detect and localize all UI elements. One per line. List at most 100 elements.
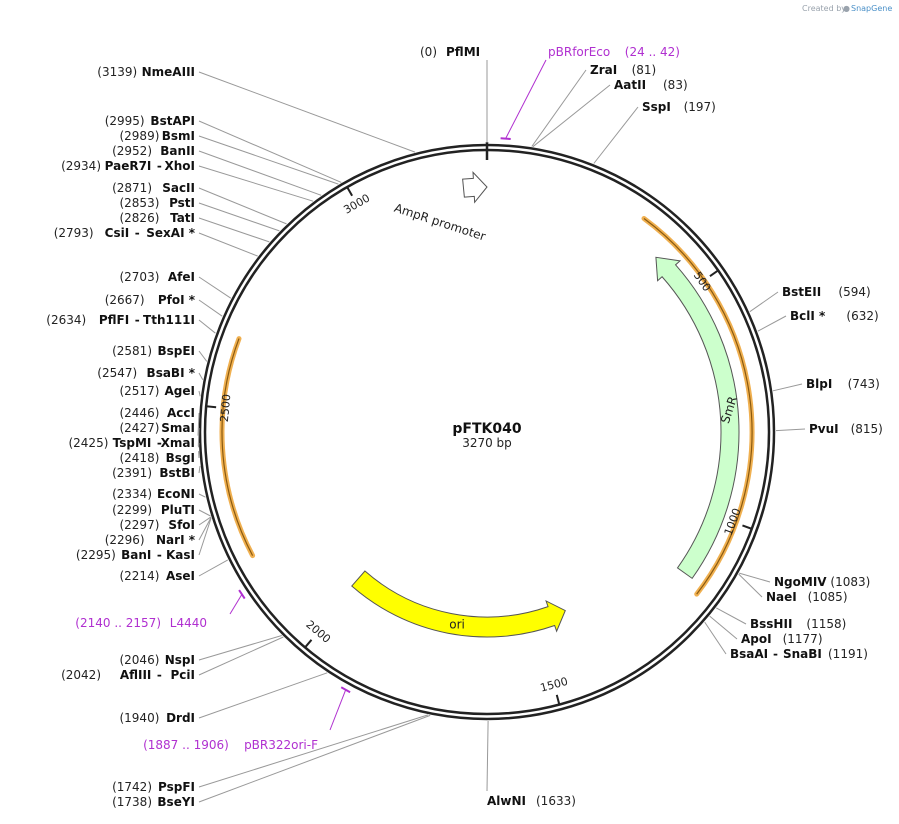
site-position: (2297) (119, 518, 159, 532)
primer-l4440[interactable]: L4440(2140 .. 2157) (75, 589, 246, 630)
site-bcli-[interactable]: BclI *(632) (790, 309, 879, 323)
leader-line (775, 428, 806, 432)
site-asei[interactable]: AseI (2214) (119, 569, 195, 583)
orange-annotation-arcs (219, 216, 755, 597)
site-name: PspFI (158, 780, 195, 794)
leader-line (198, 187, 287, 225)
site-afliii[interactable]: PciI-AflIII(2042) (61, 668, 195, 682)
site-acci[interactable]: AccI(2446) (119, 406, 195, 420)
leader-line (198, 672, 328, 719)
site-pspfi[interactable]: PspFI(1742) (112, 780, 195, 794)
site-pflfi[interactable]: Tth111I-PflFI(2634) (46, 313, 195, 327)
site-nspi[interactable]: NspI(2046) (119, 653, 195, 667)
site-position: (2517) (119, 384, 159, 398)
feature-label: ori (449, 618, 465, 632)
site-ngomiv[interactable]: NgoMIV(1083) (774, 575, 870, 589)
site-position: (2427) (119, 421, 159, 435)
site-name: BsaBI * (147, 366, 196, 380)
site-bsabi-[interactable]: BsaBI *(2547) (97, 366, 195, 380)
site-csii[interactable]: SexAI *-CsiI(2793) (54, 226, 196, 240)
site-bstapi[interactable]: BstAPI(2995) (105, 114, 195, 128)
site-position: (83) (663, 78, 688, 92)
site-name: AseI (166, 569, 195, 583)
leader-line (197, 427, 200, 447)
site-bsmi[interactable]: BsmI(2989) (119, 129, 195, 143)
site-bstbi[interactable]: BstBI(2391) (112, 466, 195, 480)
site-bsaai[interactable]: BsaAI-SnaBI(1191) (730, 647, 868, 661)
site-dash: - (135, 226, 140, 240)
site-name: NmeAIII (142, 65, 195, 79)
site-nari-[interactable]: NarI *(2296) (105, 533, 196, 547)
leader-line (198, 350, 208, 362)
site-drdi[interactable]: DrdI(1940) (119, 711, 195, 725)
site-position: (1085) (808, 590, 848, 604)
site-banii[interactable]: BanII(2952) (112, 144, 195, 158)
site-position: (3139) (97, 65, 137, 79)
site-paer7i[interactable]: XhoI-PaeR7I(2934) (61, 159, 195, 173)
site-name: BspEI (157, 344, 195, 358)
site-name: PflFI (99, 313, 129, 327)
leader-line (198, 120, 342, 183)
primer-name: L4440 (170, 616, 207, 630)
site-econi[interactable]: EcoNI(2334) (112, 487, 195, 501)
primer-marks: pBRforEco(24 .. 42) L4440(2140 .. 2157) pB… (75, 45, 680, 752)
site-sfoi[interactable]: SfoI(2297) (119, 518, 195, 532)
primer-pbrforeco[interactable]: pBRforEco(24 .. 42) (500, 45, 680, 140)
site-pflmi[interactable]: (0)PflMI (420, 45, 480, 59)
site-apoi[interactable]: ApoI(1177) (741, 632, 823, 646)
site-dash: - (157, 159, 162, 173)
leader-line (716, 607, 747, 625)
site-naei[interactable]: NaeI(1085) (766, 590, 848, 604)
site-aatii[interactable]: AatII(83) (614, 78, 688, 92)
site-bspei[interactable]: BspEI(2581) (112, 344, 195, 358)
feature-smr (655, 256, 740, 580)
site-dash: - (157, 436, 162, 450)
site-blpi[interactable]: BlpI(743) (806, 377, 880, 391)
primer-mark (500, 137, 511, 140)
site-pvui[interactable]: PvuI(815) (809, 422, 883, 436)
site-name: BsgI (166, 451, 195, 465)
site-position: (2391) (112, 466, 152, 480)
site-bani[interactable]: KasI-BanI(2295) (76, 548, 195, 562)
site-pfoi-[interactable]: PfoI *(2667) (105, 293, 196, 307)
site-alwni[interactable]: AlwNI(1633) (487, 794, 576, 808)
site-agei[interactable]: AgeI(2517) (119, 384, 195, 398)
primer-pbr322ori-f[interactable]: pBR322ori-F(1887 .. 1906) (143, 686, 351, 752)
site-bseyi[interactable]: BseYI(1738) (112, 795, 195, 809)
leader-line (198, 390, 201, 397)
site-position: (2418) (119, 451, 159, 465)
site-bsshii[interactable]: BssHII(1158) (750, 617, 846, 631)
site-position: (2793) (54, 226, 94, 240)
site-name: BclI * (790, 309, 826, 323)
site-position: (2934) (61, 159, 101, 173)
leader-line (198, 150, 322, 196)
leader-line (772, 383, 803, 392)
site-name: AfeI (168, 270, 195, 284)
site-dash: - (157, 548, 162, 562)
site-sspi[interactable]: SspI(197) (642, 100, 716, 114)
site-afei[interactable]: AfeI(2703) (119, 270, 195, 284)
tick-mark (304, 639, 313, 649)
site-nmeaiii[interactable]: NmeAIII (3139) (97, 65, 195, 79)
site-tati[interactable]: TatI(2826) (119, 211, 195, 225)
site-bsgi[interactable]: BsgI (2418) (119, 451, 195, 465)
site-tspmi[interactable]: XmaI-TspMI(2425) (68, 436, 195, 450)
site-position: (2214) (119, 569, 159, 583)
site-name: NspI (165, 653, 195, 667)
primer-leader (505, 59, 547, 139)
snapgene-credit: Created by ● SnapGene (802, 4, 892, 13)
leader-line (198, 714, 431, 803)
site-sacii[interactable]: SacII(2871) (112, 181, 195, 195)
site-pluti[interactable]: PluTI(2299) (112, 503, 195, 517)
site-smai[interactable]: SmaI(2427) (119, 421, 195, 435)
site-psti[interactable]: PstI(2853) (119, 196, 195, 210)
site-name-2: SexAI * (146, 226, 195, 240)
site-position: (81) (632, 63, 657, 77)
site-zrai[interactable]: ZraI(81) (590, 63, 656, 77)
site-name: BssHII (750, 617, 792, 631)
site-bsteii[interactable]: BstEII(594) (782, 285, 871, 299)
site-name: BlpI (806, 377, 832, 391)
site-position: (2299) (112, 503, 152, 517)
snapgene-logo-icon: ● (843, 4, 850, 13)
leader-line (197, 442, 200, 448)
